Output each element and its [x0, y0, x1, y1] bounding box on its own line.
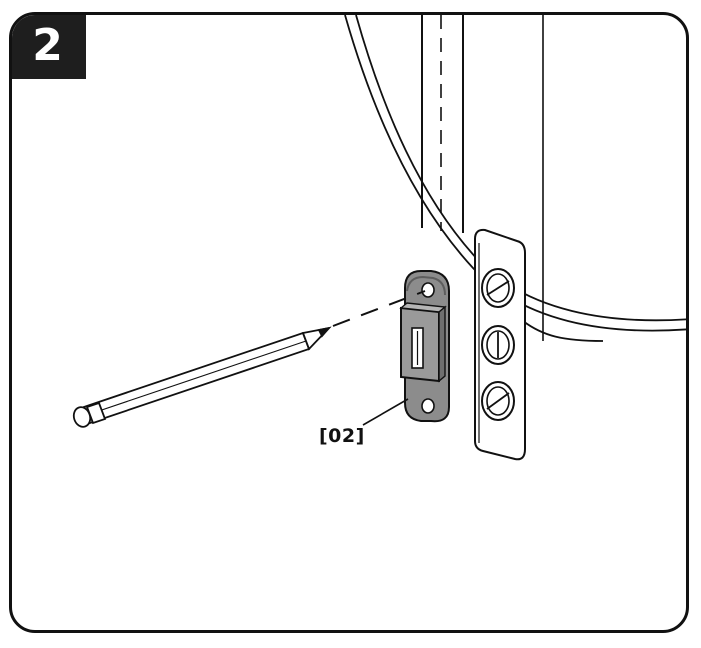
- part-label: [02]: [319, 425, 365, 447]
- step-number-badge: 2: [12, 15, 86, 79]
- screw-icon: [481, 268, 515, 308]
- illustration: [72, 15, 686, 461]
- step-number: 2: [32, 20, 63, 71]
- screw-icon: [481, 325, 515, 365]
- sensor-housing: [474, 228, 526, 461]
- magnet-part-icon: [399, 270, 450, 423]
- screw-icon: [481, 381, 515, 421]
- label-leader: [362, 398, 409, 426]
- door-panel-lower: [522, 320, 604, 342]
- instruction-panel: 2 [02]: [9, 12, 689, 633]
- door-frame: [421, 15, 544, 341]
- pencil-icon: [72, 326, 332, 428]
- alignment-line: [332, 290, 426, 327]
